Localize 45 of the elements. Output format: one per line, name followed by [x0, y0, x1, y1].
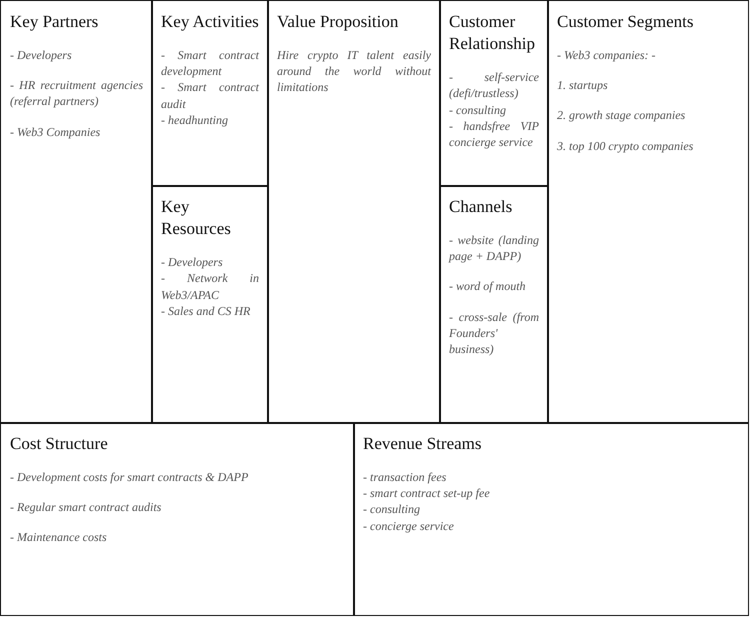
section-text: - self-service (defi/trustless) — [449, 69, 539, 102]
section-text: - Network in Web3/APAC — [161, 270, 259, 303]
section-text: - Sales and CS HR — [161, 302, 252, 319]
section-text: - handsfree VIP concierge service — [449, 118, 539, 150]
section-text: 3. top 100 crypto companies — [557, 138, 694, 154]
section-heading: Key Partners — [10, 11, 98, 33]
section-text: 2. growth stage companies — [557, 107, 686, 124]
canvas-section — [439, 185, 549, 424]
section-text: - Web3 Companies — [10, 124, 102, 140]
canvas-section — [439, 0, 549, 187]
section-text: - word of mouth — [449, 278, 527, 295]
canvas-section — [0, 422, 355, 616]
canvas-section — [0, 0, 153, 424]
canvas-section — [353, 422, 749, 616]
section-text: - consulting — [363, 501, 421, 518]
section-text: - Developers — [10, 47, 73, 64]
section-heading: Key Activities — [161, 11, 259, 33]
section-text: - consulting — [449, 102, 507, 118]
section-heading: Value Proposition — [277, 11, 398, 33]
canvas-section — [151, 0, 269, 187]
section-text: - Development costs for smart contracts & DAPP — [10, 469, 250, 486]
section-text: - HR recruitment agencies (referral partners) — [10, 77, 143, 110]
canvas-section — [547, 0, 749, 424]
section-text: - transaction fees — [363, 469, 448, 486]
section-heading: Key Resources — [161, 196, 232, 240]
section-text: - Developers — [161, 254, 224, 270]
section-heading: Customer Segments — [557, 11, 694, 33]
section-text: - Smart contract audit — [161, 79, 259, 112]
canvas-section — [151, 185, 269, 424]
section-text: - website (landing page + DAPP) — [449, 232, 539, 264]
section-text: - Regular smart contract audits — [10, 499, 162, 516]
section-text: - Smart contract development — [161, 47, 259, 80]
section-text: Hire crypto IT talent easily around the world without limitations — [277, 47, 431, 96]
section-heading: Revenue Streams — [363, 433, 482, 455]
section-text: - concierge service — [363, 518, 455, 534]
section-text: - Maintenance costs — [10, 529, 108, 546]
canvas-section — [267, 0, 441, 424]
section-text: 1. startups — [557, 77, 609, 94]
section-text: - smart contract set-up fee — [363, 485, 491, 502]
section-text: - cross-sale (from Founders' business) — [449, 308, 539, 358]
section-text: - Web3 companies: - — [557, 47, 657, 64]
section-heading: Cost Structure — [10, 433, 108, 455]
section-text: - headhunting — [161, 112, 229, 128]
section-heading: Channels — [449, 196, 512, 218]
section-heading: Customer Relationship — [449, 11, 536, 56]
